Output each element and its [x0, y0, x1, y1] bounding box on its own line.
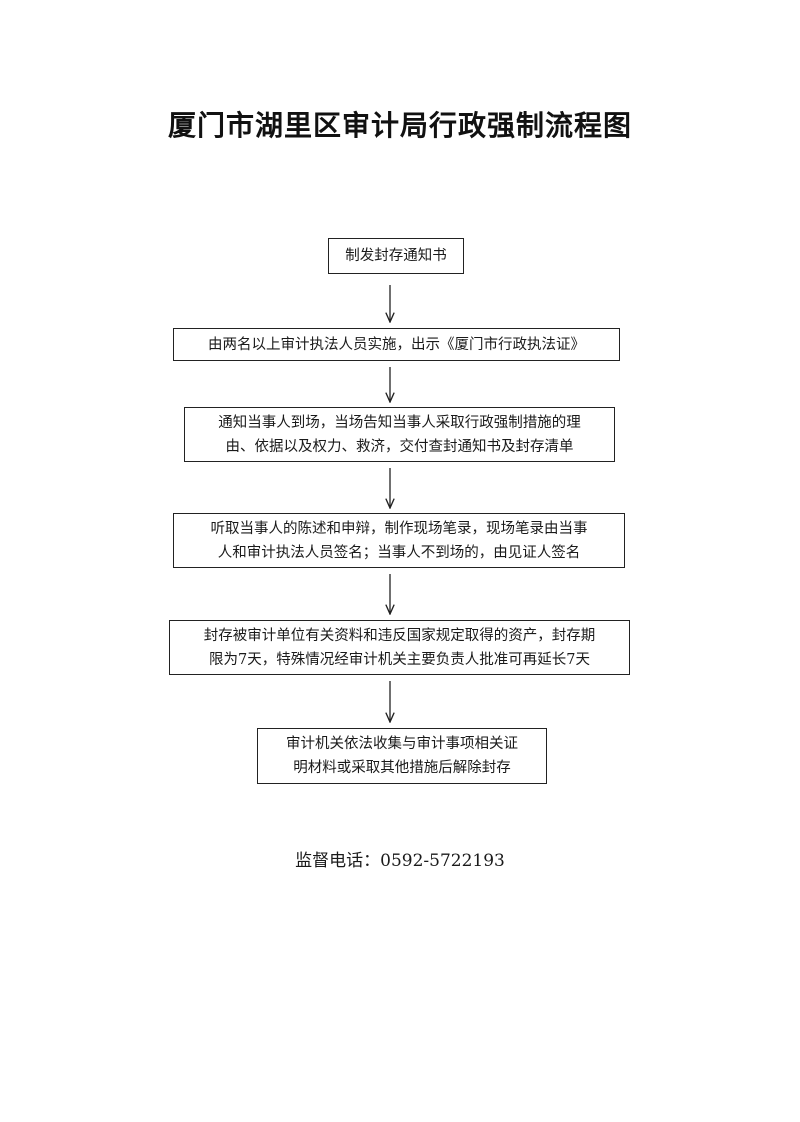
- step-lift-seal: 审计机关依法收集与审计事项相关证 明材料或采取其他措施后解除封存: [257, 728, 547, 784]
- step-line: 通知当事人到场，当场告知当事人采取行政强制措施的理: [218, 414, 581, 431]
- step-line: 由、依据以及权力、救济，交付查封通知书及封存清单: [225, 438, 574, 455]
- step-two-officers: 由两名以上审计执法人员实施，出示《厦门市行政执法证》: [173, 328, 620, 361]
- step-line: 限为7天，特殊情况经审计机关主要负责人批准可再延长7天: [209, 651, 590, 668]
- step-line: 人和审计执法人员签名；当事人不到场的，由见证人签名: [217, 544, 581, 561]
- step-line: 由两名以上审计执法人员实施，出示《厦门市行政执法证》: [208, 336, 585, 353]
- page-title: 厦门市湖里区审计局行政强制流程图: [167, 109, 632, 142]
- step-line: 听取当事人的陈述和申辩，制作现场笔录，现场笔录由当事: [210, 520, 588, 537]
- step-notify-party: 通知当事人到场，当场告知当事人采取行政强制措施的理 由、依据以及权力、救济，交付…: [184, 407, 615, 462]
- step-line: 封存被审计单位有关资料和违反国家规定取得的资产，封存期: [203, 627, 596, 644]
- step-line: 明材料或采取其他措施后解除封存: [293, 760, 511, 776]
- supervision-phone: 监督电话：0592-5722193: [0, 846, 800, 871]
- step-line: 审计机关依法收集与审计事项相关证: [286, 736, 518, 752]
- step-seal-assets: 封存被审计单位有关资料和违反国家规定取得的资产，封存期 限为7天，特殊情况经审计…: [169, 620, 630, 675]
- step-hear-statement: 听取当事人的陈述和申辩，制作现场笔录，现场笔录由当事 人和审计执法人员签名；当事…: [173, 513, 625, 568]
- phone-label: 监督电话：: [295, 851, 381, 871]
- phone-number: 0592-5722193: [380, 851, 505, 871]
- step-line: 制发封存通知书: [345, 248, 447, 264]
- step-issue-notice: 制发封存通知书: [328, 238, 464, 274]
